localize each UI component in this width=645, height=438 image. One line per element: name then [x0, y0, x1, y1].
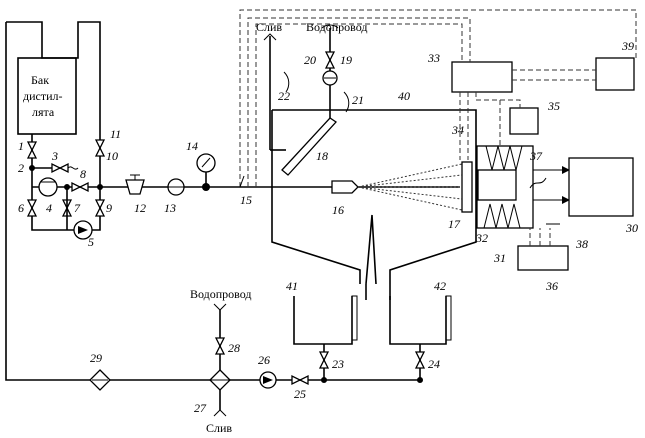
junction-10 — [97, 184, 103, 190]
label-41: 41 — [286, 279, 298, 293]
flowmeter-13 — [167, 178, 185, 196]
pump-4 — [38, 177, 58, 197]
valve-6 — [26, 199, 38, 217]
tank-41 — [293, 284, 367, 345]
label-15: 15 — [240, 193, 252, 207]
label-28: 28 — [228, 341, 240, 355]
label-22: 22 — [278, 89, 290, 103]
label-24: 24 — [428, 357, 440, 371]
valve-3 — [51, 162, 79, 174]
label-18: 18 — [316, 149, 328, 163]
collector-unit — [476, 145, 570, 229]
label-9: 9 — [106, 201, 112, 215]
pump-5 — [73, 220, 93, 240]
chamber-40 — [271, 109, 477, 285]
water-top-label: Водопровод — [306, 20, 368, 34]
drain-top-line — [263, 33, 286, 151]
tank-42 — [389, 284, 452, 345]
label-39: 39 — [621, 39, 634, 53]
water-supply-top — [321, 24, 339, 118]
label-14: 14 — [186, 139, 198, 153]
label-12: 12 — [134, 201, 146, 215]
label-3: 3 — [51, 149, 58, 163]
block-33 — [451, 61, 513, 93]
label-40: 40 — [398, 89, 410, 103]
drain-bottom-label: Слив — [206, 421, 232, 435]
sensor-17 — [461, 161, 473, 213]
baffle-18 — [281, 117, 337, 176]
label-34: 34 — [451, 123, 464, 137]
label-5: 5 — [88, 235, 94, 249]
label-30: 30 — [625, 221, 638, 235]
label-20: 20 — [304, 53, 316, 67]
label-13: 13 — [164, 201, 176, 215]
label-29: 29 — [90, 351, 102, 365]
label-10: 10 — [106, 149, 118, 163]
label-8: 8 — [80, 167, 86, 181]
junction — [64, 184, 70, 190]
bottom-pipe — [89, 344, 426, 391]
label-42: 42 — [434, 279, 446, 293]
label-4: 4 — [46, 201, 52, 215]
link-36 — [529, 228, 551, 246]
flex-21 — [343, 91, 350, 113]
label-26: 26 — [258, 353, 270, 367]
label-16: 16 — [332, 203, 344, 217]
heat-exchanger-27 — [209, 303, 231, 417]
label-33: 33 — [427, 51, 440, 65]
valve-8 — [71, 181, 89, 193]
label-7: 7 — [74, 201, 81, 215]
label-19: 19 — [340, 53, 352, 67]
label-32: 32 — [475, 231, 488, 245]
tank-label-line2: дистил- — [23, 89, 63, 103]
label-17: 17 — [448, 217, 461, 231]
valve-9 — [94, 199, 106, 217]
label-27: 27 — [194, 401, 207, 415]
block-39 — [595, 57, 635, 91]
label-25: 25 — [294, 387, 306, 401]
label-21: 21 — [352, 93, 364, 107]
distillate-tank — [5, 21, 220, 381]
tank-label-line1: Бак — [31, 73, 49, 87]
filter-12 — [125, 174, 145, 195]
label-37: 37 — [529, 149, 543, 163]
flex-22 — [283, 71, 290, 93]
label-38: 38 — [575, 237, 588, 251]
control-links — [239, 9, 637, 187]
manometer-14 — [196, 153, 216, 191]
valve-1 — [26, 141, 38, 159]
tank-label-line3: лята — [32, 105, 55, 119]
label-31: 31 — [493, 251, 506, 265]
label-11: 11 — [110, 127, 121, 141]
nozzle-16 — [331, 180, 359, 194]
label-35: 35 — [547, 99, 560, 113]
label-23: 23 — [332, 357, 344, 371]
block-30 — [568, 157, 634, 217]
junction-2 — [29, 165, 35, 171]
label-2: 2 — [18, 161, 24, 175]
spray-cone — [357, 163, 463, 211]
label-1: 1 — [18, 139, 24, 153]
block-36 — [517, 245, 569, 271]
drain-top-label: Слив — [256, 20, 282, 34]
valve-11 — [94, 139, 106, 157]
flex-15 — [239, 175, 245, 188]
label-6: 6 — [18, 201, 24, 215]
label-36: 36 — [545, 279, 558, 293]
water-bottom-label: Водопровод — [190, 287, 252, 301]
block-35 — [509, 107, 539, 135]
